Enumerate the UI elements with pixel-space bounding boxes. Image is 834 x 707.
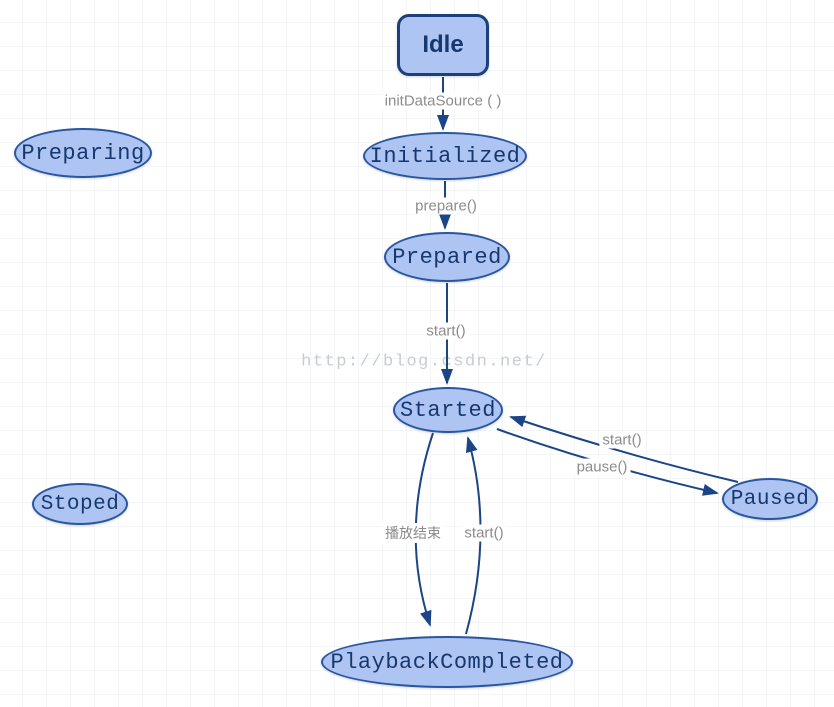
node-idle[interactable]: Idle [397, 14, 489, 76]
node-prepared[interactable]: Prepared [384, 232, 510, 282]
node-stoped[interactable]: Stoped [32, 483, 128, 525]
node-preparing[interactable]: Preparing [14, 128, 152, 178]
edge-label-pause: pause() [573, 458, 631, 476]
edge-paused-to-started [509, 415, 739, 483]
node-initialized-label: Initialized [369, 143, 521, 169]
edge-label-start-prepared: start() [423, 322, 469, 340]
node-paused-label: Paused [730, 487, 810, 511]
edge-label-start-paused: start() [599, 431, 645, 449]
edge-label-start-completed: start() [461, 524, 507, 542]
watermark: http://blog.csdn.net/ [301, 352, 547, 372]
edge-label-playback-end: 播放结束 [382, 523, 444, 543]
node-idle-label: Idle [422, 31, 464, 58]
node-playback-completed-label: PlaybackCompleted [330, 649, 564, 675]
node-preparing-label: Preparing [21, 140, 145, 166]
node-playback-completed[interactable]: PlaybackCompleted [321, 636, 573, 688]
edge-label-initdatasource: initDataSource ( ) [381, 92, 505, 110]
node-paused[interactable]: Paused [722, 478, 818, 520]
node-stoped-label: Stoped [40, 492, 120, 516]
edge-label-prepare: prepare() [412, 197, 480, 215]
node-started-label: Started [400, 397, 496, 423]
node-started[interactable]: Started [393, 387, 503, 433]
node-prepared-label: Prepared [392, 244, 502, 270]
node-initialized[interactable]: Initialized [363, 132, 527, 180]
